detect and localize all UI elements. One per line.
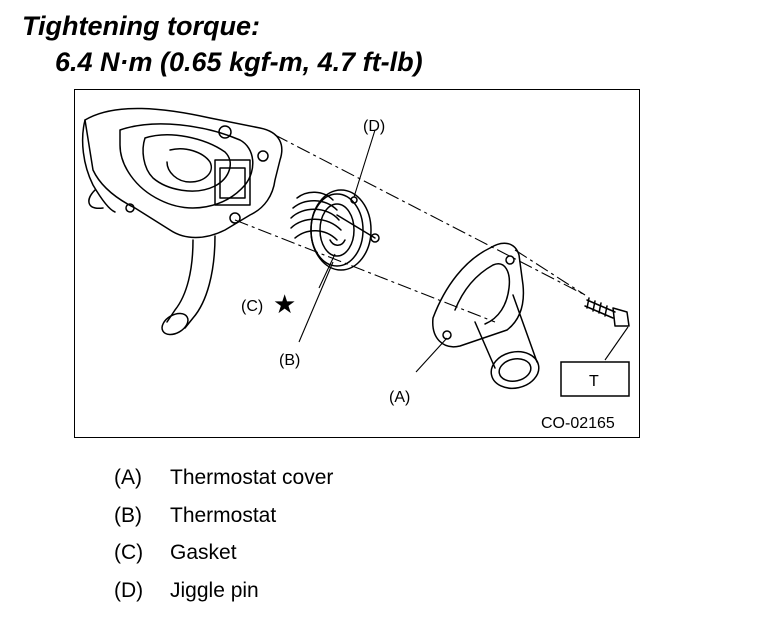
leader-d [353,129,376,198]
legend-item-c: (C) Gasket [114,541,237,565]
figure-id: CO-02165 [541,415,615,432]
diagram-drawing: (D) (C) ★ (B) (A) T CO-02165 [81,107,630,432]
torque-value: 6.4 N·m (0.65 kgf-m, 4.7 ft-lb) [55,47,423,77]
legend-label: Gasket [170,541,237,564]
legend-code: (A) [114,466,142,489]
callout-b: (B) [279,352,300,369]
leader-t [604,326,629,361]
leader-c [318,253,336,289]
legend-code: (D) [114,579,144,602]
legend-label: Thermostat cover [170,466,334,489]
torque-heading: Tightening torque: [22,11,260,41]
legend-item-a: (A) Thermostat cover [114,466,333,490]
legend-code: (C) [114,541,144,564]
alignment-line-bolt [514,249,586,296]
torque-box-label: T [589,373,599,390]
thermostat-cover-drawing [432,242,540,390]
leader-b [298,261,334,343]
star-icon: ★ [273,290,296,320]
callout-a: (A) [389,389,410,406]
callout-d: (D) [363,118,385,135]
callout-c: (C) [241,298,263,315]
engine-housing-drawing [81,107,283,336]
legend-label: Jiggle pin [170,579,259,602]
legend-item-d: (D) Jiggle pin [114,579,259,603]
legend-label: Thermostat [170,504,277,527]
legend-item-b: (B) Thermostat [114,504,276,528]
bolt-drawing [584,297,630,327]
leader-a [415,337,448,373]
gasket-drawing [310,189,372,271]
thermostat-diagram: (D) (C) ★ (B) (A) T CO-02165 [74,89,640,438]
torque-box [560,361,630,397]
alignment-line-lower [234,219,496,323]
legend-code: (B) [114,504,142,527]
alignment-line-upper [274,134,586,296]
